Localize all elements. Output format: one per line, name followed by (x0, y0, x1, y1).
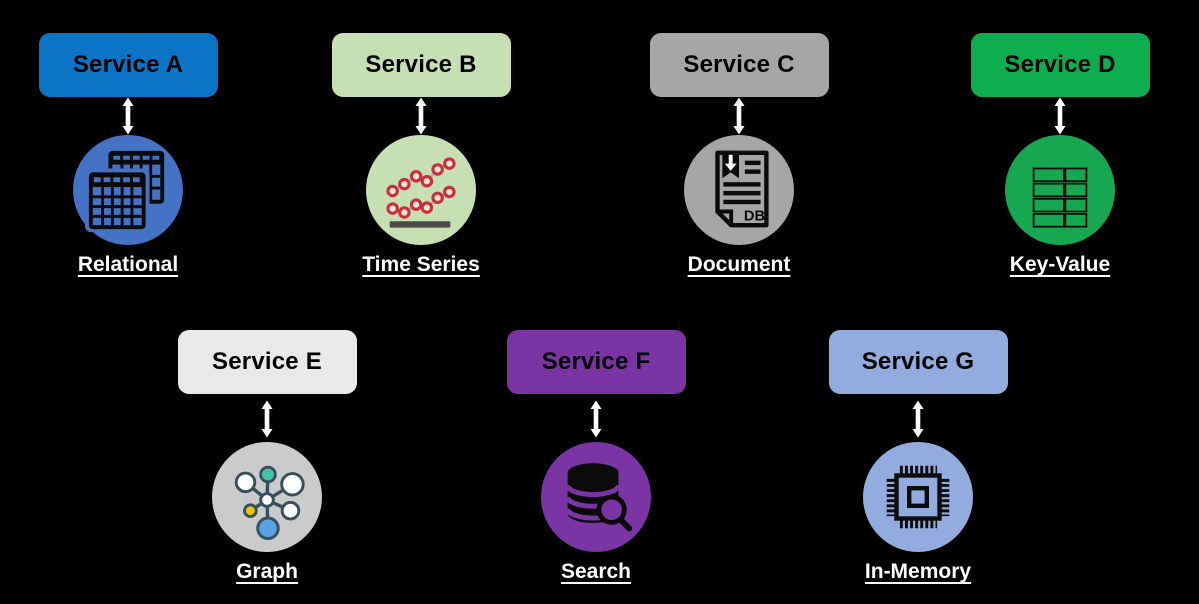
service-b-title: Service B (365, 51, 477, 78)
db-type-label-document: Document (687, 253, 791, 276)
db-type-label-key-value: Key-Value (1009, 253, 1111, 276)
service-a-box: Service A (38, 33, 218, 97)
search-db-circle (541, 442, 651, 552)
service-a-title: Service A (72, 51, 184, 78)
service-b-group: Service B Time Series (321, 33, 521, 277)
graph-db-circle (212, 442, 322, 552)
service-c-box: Service C (649, 33, 829, 97)
service-d-box: Service D (970, 33, 1150, 97)
document-db-circle: DB (684, 135, 794, 245)
relational-tables-icon (84, 150, 165, 233)
db-type-label-time-series: Time Series (362, 253, 480, 276)
front-table (88, 172, 146, 230)
bidirectional-arrow-icon (415, 97, 427, 135)
database-search-icon (565, 463, 633, 532)
bidirectional-arrow-icon (1054, 97, 1066, 135)
db-type-label-search: Search (560, 560, 632, 583)
service-c-group: Service C DB Document (639, 33, 839, 277)
relational-db-circle (73, 135, 183, 245)
service-g-box: Service G (828, 330, 1008, 394)
bidirectional-arrow-icon (912, 400, 924, 438)
service-g-title: Service G (861, 348, 975, 375)
db-icon-text: DB (744, 208, 765, 224)
key-value-table-icon (1032, 167, 1088, 228)
db-type-label-graph: Graph (236, 560, 298, 583)
service-f-title: Service F (541, 348, 651, 375)
db-type-label-in-memory: In-Memory (864, 560, 972, 583)
service-g-group: Service G In-Memory (818, 330, 1018, 584)
service-e-title: Service E (212, 348, 322, 375)
service-a-group: Service A (28, 33, 228, 277)
service-e-group: Service E (167, 330, 367, 584)
graph-network-icon (234, 465, 305, 541)
in-memory-db-circle (863, 442, 973, 552)
bidirectional-arrow-icon (590, 400, 602, 438)
service-e-box: Service E (177, 330, 357, 394)
time-series-chart-icon (386, 157, 456, 228)
memory-chip-icon (886, 465, 950, 529)
bidirectional-arrow-icon (733, 97, 745, 135)
service-d-title: Service D (1004, 51, 1116, 78)
service-d-group: Service D Key-Value (960, 33, 1160, 277)
document-db-icon: DB (715, 150, 769, 228)
service-f-box: Service F (506, 330, 686, 394)
bidirectional-arrow-icon (261, 400, 273, 438)
service-f-group: Service F Search (496, 330, 696, 584)
db-type-label-relational: Relational (77, 253, 179, 276)
service-b-box: Service B (331, 33, 511, 97)
service-c-title: Service C (683, 51, 795, 78)
key-value-db-circle (1005, 135, 1115, 245)
time-series-db-circle (366, 135, 476, 245)
bidirectional-arrow-icon (122, 97, 134, 135)
